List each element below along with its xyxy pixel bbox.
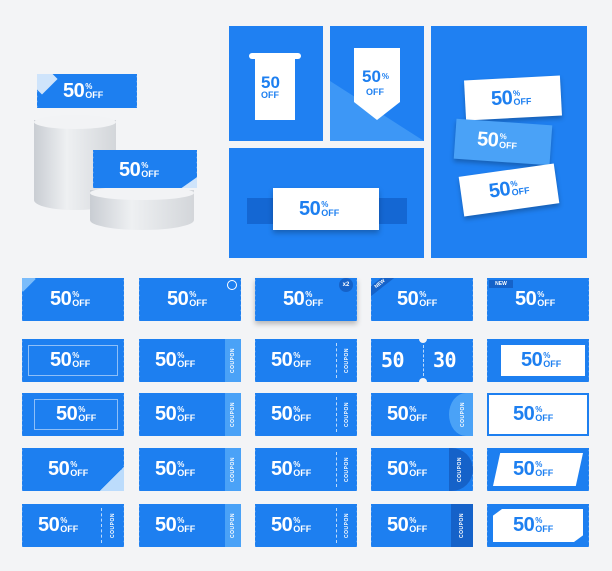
coupon-value: 50%OFF [50, 349, 91, 371]
corner-fold [22, 278, 36, 292]
coupon-vertical-label: COUPON [230, 348, 236, 373]
coupon-value: 50%OFF [387, 403, 428, 425]
coupon-value: 50%OFF [283, 288, 324, 310]
coupon-value: 50%OFF [513, 403, 554, 425]
coupon-r2-c1[interactable]: 50%OFF [22, 339, 124, 382]
white-inset [501, 345, 585, 376]
coupon-r5-c3[interactable]: 50%OFF COUPON [255, 504, 357, 547]
coupon-stub [225, 393, 241, 436]
coupon-r4-c3[interactable]: 50%OFF COUPON [255, 448, 357, 491]
coupon-value: 50%OFF [513, 458, 554, 480]
coupon-r2-c3[interactable]: 50%OFF COUPON [255, 339, 357, 382]
new-tag: NEW [489, 280, 513, 288]
coupon-value: 50%OFF [38, 514, 79, 536]
round-stub [449, 393, 473, 436]
hanging-coupon[interactable]: 50 OFF [255, 58, 295, 120]
coupon-r5-c2[interactable]: 50%OFF COUPON [139, 504, 241, 547]
white-inset [493, 453, 583, 486]
coupon-value: 50%OFF [155, 514, 196, 536]
clock-icon [227, 280, 237, 290]
coupon-value: 50%OFF [56, 403, 97, 425]
coupon-r1-c3[interactable]: 50%OFF x2 [255, 278, 357, 321]
coupon-stub [225, 339, 241, 382]
coupon-r2-c4[interactable]: 50 30 [371, 339, 473, 382]
coupon-vertical-label: COUPON [230, 513, 236, 538]
coupon-value: 50%OFF [513, 514, 554, 536]
coupon-value: 50%OFF [387, 514, 428, 536]
podium-coupon-top[interactable]: 50%OFF [37, 74, 137, 108]
coupon-r5-c1[interactable]: 50%OFF COUPON [22, 504, 124, 547]
coupon-value: 50%OFF [387, 458, 428, 480]
coupon-r5-c4[interactable]: 50%OFF COUPON [371, 504, 473, 547]
new-ribbon: NEW [371, 278, 395, 297]
coupon-r2-c2[interactable]: 50%OFF COUPON [139, 339, 241, 382]
coupon-r3-c5[interactable]: 50%OFF [487, 393, 589, 436]
perforation [336, 343, 337, 378]
coupon-value: 50%OFF [271, 349, 312, 371]
coupon-r4-c1[interactable]: 50%OFF [22, 448, 124, 491]
coupon-vertical-label: COUPON [230, 457, 236, 482]
dark-stub [451, 504, 473, 547]
coupon-value: 50%OFF [271, 403, 312, 425]
coupon-r5-c5[interactable]: 50%OFF [487, 504, 589, 547]
split-left-value: 50 [381, 348, 405, 372]
tile-stack: 50%OFF 50%OFF 50%OFF [431, 26, 587, 258]
tile-pennant: 50% OFF [330, 26, 424, 141]
coupon-value: 50%OFF [397, 288, 438, 310]
split-right-value: 30 [433, 348, 457, 372]
podium-coupon-bottom[interactable]: 50%OFF [93, 150, 197, 188]
page-curl [100, 467, 124, 491]
podium-scene: 50%OFF 50%OFF [20, 60, 220, 240]
ribbon-coupon[interactable]: 50%OFF [273, 188, 379, 230]
coupon-r3-c4[interactable]: 50%OFF COUPON [371, 393, 473, 436]
coupon-vertical-label: COUPON [344, 402, 350, 427]
coupon-value: 50%OFF [167, 288, 208, 310]
coupon-vertical-label: COUPON [110, 513, 116, 538]
coupon-vertical-label: COUPON [344, 457, 350, 482]
coupon-r4-c2[interactable]: 50%OFF COUPON [139, 448, 241, 491]
podium-short-top [90, 186, 194, 200]
coupon-value: 50%OFF [271, 458, 312, 480]
coupon-vertical-label: COUPON [459, 513, 465, 538]
coupon-vertical-label: COUPON [344, 348, 350, 373]
coupon-value: 50%OFF [50, 288, 91, 310]
coupon-r1-c1[interactable]: 50%OFF [22, 278, 124, 321]
coupon-r3-c2[interactable]: 50%OFF COUPON [139, 393, 241, 436]
multiplier-badge: x2 [339, 278, 353, 292]
coupon-value: 50%OFF [521, 349, 562, 371]
coupon-vertical-label: COUPON [457, 457, 463, 482]
coupon-r2-c5[interactable]: 50%OFF [487, 339, 589, 382]
coupon-r3-c1[interactable]: 50%OFF [22, 393, 124, 436]
coupon-value: 50%OFF [48, 458, 89, 480]
coupon-r4-c5[interactable]: 50%OFF [487, 448, 589, 491]
coupon-value: 50%OFF [155, 403, 196, 425]
coupon-vertical-label: COUPON [344, 513, 350, 538]
coupon-value: 50%OFF [515, 288, 556, 310]
stack-coupon-3[interactable]: 50%OFF [458, 163, 560, 217]
coupon-value: 50%OFF [155, 458, 196, 480]
white-inset [493, 509, 583, 542]
tile-hanging-tag: 50 OFF [229, 26, 323, 141]
coupon-vertical-label: COUPON [460, 402, 466, 427]
inner-frame [28, 345, 118, 376]
coupon-r3-c3[interactable]: 50%OFF COUPON [255, 393, 357, 436]
coupon-vertical-label: COUPON [230, 402, 236, 427]
coupon-value: 50%OFF [155, 349, 196, 371]
podium-tall-top [34, 115, 116, 129]
inner-frame [34, 399, 118, 430]
tile-ribbon: 50%OFF [229, 148, 424, 258]
stack-coupon-1[interactable]: 50%OFF [464, 75, 562, 121]
coupon-r1-c2[interactable]: 50%OFF [139, 278, 241, 321]
coupon-value: 50%OFF [271, 514, 312, 536]
coupon-stub [225, 448, 241, 491]
stack-coupon-2[interactable]: 50%OFF [453, 118, 553, 166]
coupon-r4-c4[interactable]: 50%OFF COUPON [371, 448, 473, 491]
coupon-stub [225, 504, 241, 547]
